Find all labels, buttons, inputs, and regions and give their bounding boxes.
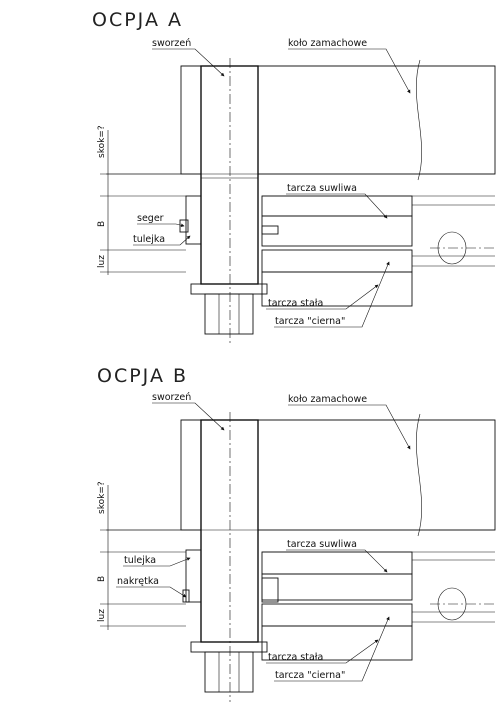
option-b-title: OCPJA B — [97, 365, 188, 387]
option-a-view: OCPJA A — [92, 9, 496, 345]
option-a-nut — [190, 283, 268, 335]
option-b-label-sleeve: tulejka — [124, 555, 156, 566]
option-a-label-fixed-disc: tarcza stała — [268, 298, 323, 309]
option-b-flywheel — [106, 413, 496, 537]
option-a-bolt — [200, 58, 259, 345]
option-b-sleeve — [182, 549, 202, 603]
option-b-label-friction-disc: tarcza "cierna" — [275, 670, 345, 681]
option-a-label-flywheel: koło zamachowe — [288, 38, 367, 49]
option-a-flywheel — [106, 59, 496, 181]
option-a-label-sliding-disc: tarcza suwliwa — [287, 183, 357, 194]
option-a-dimensions: skok=? B luz — [97, 125, 186, 275]
option-a-sliding-disc — [261, 195, 495, 247]
option-b-b-label: B — [97, 576, 107, 582]
option-b-label-fixed-disc: tarcza stała — [268, 652, 323, 663]
option-a-b-label: B — [97, 221, 107, 227]
option-a-label-sleeve: tulejka — [133, 234, 165, 245]
option-b-stroke-label: skok=? — [97, 481, 107, 514]
option-b-label-nut: nakrętka — [117, 576, 159, 587]
option-b-nut — [190, 641, 268, 693]
option-a-stroke-label: skok=? — [97, 125, 107, 158]
option-b-fixed-disc — [261, 587, 495, 661]
option-b-view: OCPJA B — [97, 365, 496, 702]
option-b-dimensions: skok=? B luz — [97, 481, 186, 630]
option-a-title: OCPJA A — [92, 9, 183, 31]
option-b-label-sliding-disc: tarcza suwliwa — [287, 539, 357, 550]
option-a-fixed-disc — [261, 231, 495, 307]
option-b-label-flywheel: koło zamachowe — [288, 394, 367, 405]
option-b-clearance-label: luz — [97, 609, 107, 622]
option-b-label-bolt: sworzeń — [152, 392, 191, 403]
option-b-bolt — [200, 412, 259, 702]
option-b-sliding-disc — [261, 551, 495, 603]
option-a-clearance-label: luz — [97, 255, 107, 268]
option-a-label-friction-disc: tarcza "cierna" — [275, 316, 345, 327]
option-a-label-circlip: seger — [137, 213, 164, 224]
option-a-sleeve — [179, 195, 202, 245]
option-a-label-bolt: sworzeń — [152, 38, 191, 49]
